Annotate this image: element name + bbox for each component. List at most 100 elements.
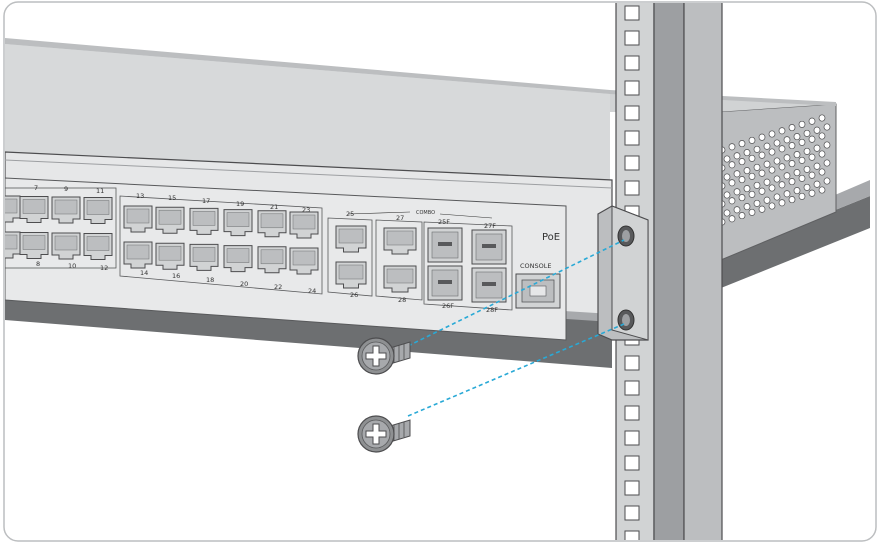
rack-hole xyxy=(624,355,640,371)
ethernet-port xyxy=(289,247,319,275)
console-label: CONSOLE xyxy=(520,262,552,270)
vent-hole xyxy=(763,196,771,204)
sfp-ports xyxy=(423,221,513,311)
vent-hole xyxy=(753,145,761,153)
vent-hole xyxy=(768,202,776,210)
vent-hole xyxy=(733,152,741,160)
vent-hole xyxy=(768,166,776,174)
mounting-bracket xyxy=(597,205,649,341)
guide-line-top xyxy=(407,239,625,347)
vent-hole xyxy=(723,209,731,217)
vent-hole xyxy=(743,203,751,211)
vent-hole xyxy=(798,192,806,200)
vent-hole xyxy=(748,154,756,162)
vent-hole xyxy=(788,160,796,168)
sfp-label: 26F xyxy=(442,302,454,310)
vent-hole xyxy=(813,144,821,152)
vent-hole xyxy=(738,176,746,184)
port-label: 26 xyxy=(350,291,358,299)
vent-hole xyxy=(738,212,746,220)
ethernet-port xyxy=(223,245,253,273)
rack-hole xyxy=(624,5,640,21)
vent-hole xyxy=(733,170,741,178)
ethernet-port xyxy=(5,231,21,259)
sfp-port xyxy=(471,229,507,265)
vent-hole xyxy=(753,199,761,207)
vent-hole xyxy=(818,186,826,194)
vent-hole xyxy=(728,143,736,151)
rack-hole xyxy=(624,155,640,171)
rack-hole xyxy=(624,105,640,121)
vent-hole xyxy=(753,181,761,189)
vent-hole xyxy=(783,172,791,180)
ethernet-port xyxy=(383,265,417,293)
vent-hole xyxy=(793,133,801,141)
front-panel-line xyxy=(5,159,613,189)
port-label: 23 xyxy=(302,206,310,214)
vent-hole xyxy=(808,189,816,197)
vent-hole xyxy=(788,196,796,204)
sfp-label: 25F xyxy=(438,218,450,226)
vent-hole xyxy=(768,148,776,156)
port-label: 13 xyxy=(136,192,144,200)
sfp-label: 27F xyxy=(484,222,496,230)
vent-hole xyxy=(773,175,781,183)
vent-hole xyxy=(798,156,806,164)
vent-hole xyxy=(763,178,771,186)
vent-hole xyxy=(778,163,786,171)
vent-hole xyxy=(778,127,786,135)
vent-hole xyxy=(763,142,771,150)
vent-hole xyxy=(758,169,766,177)
port-label: 7 xyxy=(34,184,38,192)
rack-hole xyxy=(624,455,640,471)
vent-hole xyxy=(798,174,806,182)
port-label: 11 xyxy=(96,187,104,195)
vent-hole xyxy=(783,154,791,162)
vent-hole xyxy=(723,173,731,181)
vent-hole xyxy=(768,184,776,192)
rack-hole xyxy=(624,80,640,96)
ethernet-port xyxy=(223,209,253,237)
port-label: 18 xyxy=(206,276,214,284)
rack-hole xyxy=(624,55,640,71)
vent-hole xyxy=(748,136,756,144)
vent-hole xyxy=(723,155,731,163)
chassis-top-edge xyxy=(5,38,836,106)
vent-hole xyxy=(793,169,801,177)
vent-hole xyxy=(818,132,826,140)
vent-hole xyxy=(818,114,826,122)
poe-label: PoE xyxy=(542,232,560,243)
combo-line-right xyxy=(439,213,493,219)
port-label: 12 xyxy=(100,264,108,272)
port-label: 9 xyxy=(64,185,68,193)
ethernet-port xyxy=(383,227,417,255)
vent-hole xyxy=(803,183,811,191)
vent-hole xyxy=(778,145,786,153)
vent-hole xyxy=(788,178,796,186)
ethernet-port xyxy=(189,207,219,235)
ethernet-port xyxy=(335,225,367,253)
screw-top xyxy=(357,337,411,375)
screw-bottom xyxy=(357,415,411,453)
port-label: 27 xyxy=(396,214,404,222)
port-label: 17 xyxy=(202,197,210,205)
ethernet-port xyxy=(51,232,81,260)
vent-hole xyxy=(768,130,776,138)
vent-hole xyxy=(823,141,831,149)
vent-hole xyxy=(808,171,816,179)
ethernet-port xyxy=(123,205,153,233)
vent-hole xyxy=(798,138,806,146)
vent-hole xyxy=(728,179,736,187)
vent-hole xyxy=(808,153,816,161)
rack-hole xyxy=(624,30,640,46)
ethernet-ports xyxy=(5,187,423,301)
vent-hole xyxy=(823,159,831,167)
vent-hole xyxy=(823,123,831,131)
vent-hole xyxy=(728,215,736,223)
sfp-port xyxy=(427,227,463,263)
vent-hole xyxy=(783,190,791,198)
vent-hole xyxy=(738,158,746,166)
ethernet-port xyxy=(189,243,219,271)
vent-hole xyxy=(808,135,816,143)
ethernet-port xyxy=(19,196,49,223)
